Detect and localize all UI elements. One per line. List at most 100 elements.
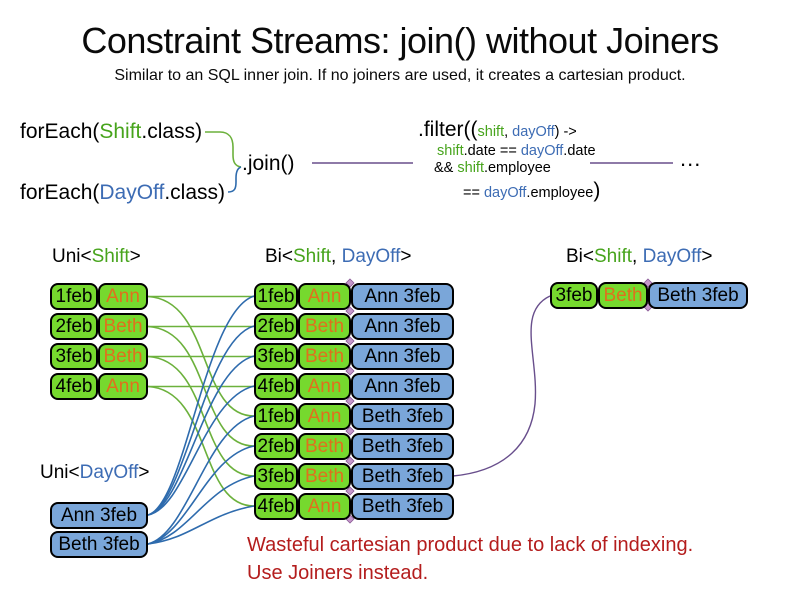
shift-link — [147, 355, 255, 477]
label-text: , — [331, 246, 342, 267]
brace-shift-line — [205, 131, 242, 168]
dayoff-cell: Ann 3feb — [351, 313, 454, 340]
label-uni-dayoff: Uni<DayOff> — [40, 462, 150, 484]
shift-employee-cell: Beth — [298, 463, 351, 490]
shift-class-token: Shift — [594, 246, 633, 267]
shift-link — [147, 325, 255, 447]
dayoff-cell: Ann 3feb — [351, 373, 454, 400]
label-text: > — [129, 246, 141, 267]
code-text: .class) — [164, 181, 226, 204]
page-subtitle: Similar to an SQL inner join. If no join… — [114, 67, 686, 84]
shift-date-cell: 1feb — [50, 283, 98, 310]
shift-class-token: Shift — [99, 120, 142, 143]
label-text: Bi< — [265, 246, 293, 267]
code-text: .employee — [526, 185, 594, 201]
connector-diamond — [345, 396, 355, 406]
shift-link — [147, 295, 255, 417]
code-filter-line2: shift.date == dayOff.date — [437, 143, 596, 159]
connector-diamond — [345, 336, 355, 346]
shift-date-cell: 2feb — [254, 313, 298, 340]
code-text: .date == — [463, 143, 521, 159]
code-text: .employee — [483, 160, 551, 176]
dayoff-class-token: DayOff — [341, 246, 401, 267]
shift-class-token: Shift — [91, 246, 130, 267]
shift-date-cell: 1feb — [254, 283, 298, 310]
shift-employee-cell: Beth — [98, 313, 148, 340]
connector-diamond — [345, 456, 355, 466]
dayoff-row: Ann 3feb — [50, 502, 148, 529]
code-text: .date — [563, 143, 596, 159]
code-join: .join() — [242, 152, 295, 175]
dayoff-cell: Beth 3feb — [50, 531, 148, 558]
dayoff-arg-token: dayOff — [512, 124, 555, 140]
code-text: forEach( — [20, 120, 100, 143]
dayoff-cell: Ann 3feb — [351, 343, 454, 370]
dayoff-class-token: DayOff — [99, 181, 165, 204]
connector-diamond — [345, 426, 355, 436]
code-text: forEach( — [20, 181, 100, 204]
shift-date-cell: 1feb — [254, 403, 298, 430]
warning-line1: Wasteful cartesian product due to lack o… — [247, 534, 694, 556]
dayoff-link — [147, 295, 255, 516]
code-filter-line4: == dayOff.employee) — [463, 179, 600, 203]
dayoff-link — [147, 325, 255, 516]
label-text: Uni< — [40, 462, 80, 483]
shift-employee-cell: Beth — [598, 282, 648, 309]
code-filter-line1: .filter((shift, dayOff) -> — [418, 118, 577, 142]
code-foreach-shift: forEach(Shift.class) — [20, 120, 202, 144]
label-text: > — [138, 462, 150, 483]
shift-arg-token: shift — [477, 124, 505, 140]
dayoff-cell: Beth 3feb — [351, 493, 454, 520]
connector-diamond — [345, 486, 355, 496]
label-bi-middle: Bi<Shift, DayOff> — [265, 246, 411, 268]
dayoff-link — [147, 445, 255, 545]
dayoff-cell: Beth 3feb — [351, 433, 454, 460]
code-text: , — [504, 124, 513, 140]
shift-date-cell: 2feb — [254, 433, 298, 460]
label-uni-shift: Uni<Shift> — [52, 246, 141, 268]
shift-employee-cell: Ann — [298, 283, 351, 310]
dayoff-class-token: DayOff — [79, 462, 139, 483]
shift-date-cell: 4feb — [254, 493, 298, 520]
shift-employee-cell: Beth — [298, 433, 351, 460]
label-text: Uni< — [52, 246, 92, 267]
code-text: .filter(( — [418, 118, 478, 141]
label-text: Bi< — [566, 246, 594, 267]
dayoff-cell: Beth 3feb — [351, 463, 454, 490]
warning-text: Wasteful cartesian product due to lack o… — [247, 531, 693, 587]
filter-result-link — [452, 295, 551, 477]
dayoff-link — [147, 415, 255, 545]
code-ellipsis: ... — [680, 146, 702, 171]
dayoff-cell: Ann 3feb — [50, 502, 148, 529]
label-bi-right: Bi<Shift, DayOff> — [566, 246, 712, 268]
dayoff-link — [147, 385, 255, 516]
code-text: ) -> — [554, 124, 577, 140]
shift-employee-cell: Beth — [298, 343, 351, 370]
shift-arg-token: shift — [457, 160, 484, 176]
shift-employee-cell: Ann — [98, 373, 148, 400]
dayoff-cell: Ann 3feb — [351, 283, 454, 310]
label-text: , — [632, 246, 643, 267]
code-text: ) — [593, 179, 601, 202]
shift-employee-cell: Ann — [298, 403, 351, 430]
shift-employee-cell: Ann — [298, 373, 351, 400]
dayoff-arg-token: dayOff — [483, 185, 527, 201]
label-text: > — [701, 246, 713, 267]
code-filter-line3: && shift.employee — [434, 160, 551, 176]
code-text: == — [463, 185, 484, 201]
dayoff-cell: Beth 3feb — [648, 282, 748, 309]
